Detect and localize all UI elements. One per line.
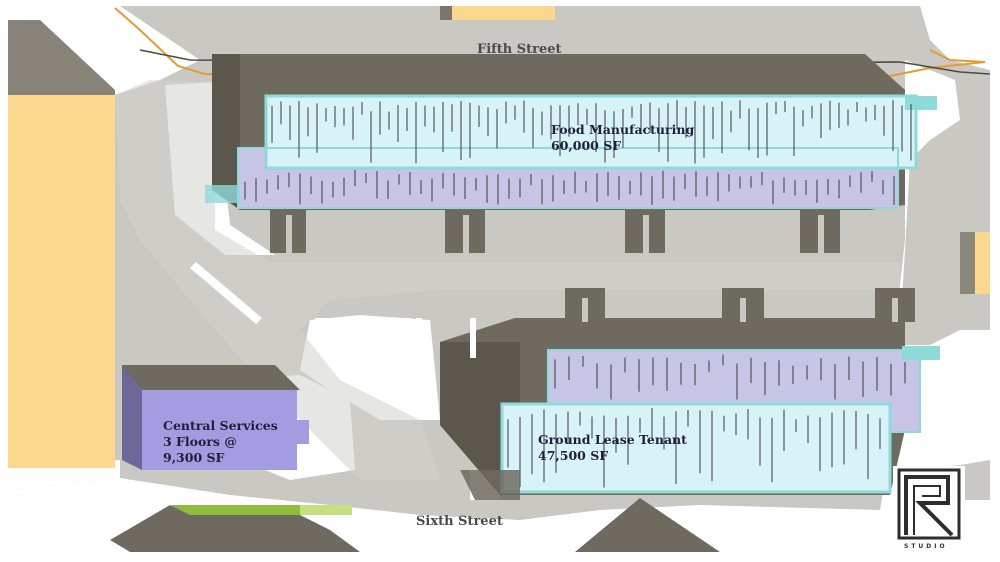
food-manufacturing-name: Food Manufacturing	[551, 122, 695, 137]
food-manufacturing-roof-texture	[244, 100, 912, 205]
food-manufacturing-label: Food Manufacturing 60,000 SF	[551, 122, 694, 154]
neighbor-building-north	[440, 6, 555, 20]
pavement-markings	[190, 262, 476, 398]
food-manufacturing-roof-overhang	[905, 96, 937, 110]
food-manufacturing-roof-edge	[264, 94, 918, 170]
central-services-annex	[297, 420, 309, 444]
south-shadow-west	[110, 505, 360, 552]
ground-lease-west-face	[440, 342, 520, 495]
south-shadow-east	[575, 498, 720, 552]
utility-line-orange-east	[929, 49, 986, 63]
central-services-label: Central Services 3 Floors @ 9,300 SF	[163, 418, 278, 466]
central-services-west-face	[122, 365, 142, 470]
central-services-area: 9,300 SF	[163, 450, 225, 465]
ground-lease-label: Ground Lease Tenant 47,500 SF	[538, 432, 687, 464]
ground-lease-area: 47,500 SF	[538, 448, 609, 463]
ground-lease-south-step	[460, 470, 520, 500]
street-label-fifth: Fifth Street	[477, 42, 562, 57]
food-manufacturing-roof-light	[266, 96, 916, 168]
street-label-sixth: Sixth Street	[416, 514, 503, 529]
planter-strip-light	[300, 505, 352, 515]
ground-lease-name: Ground Lease Tenant	[538, 432, 687, 447]
food-manufacturing-column-gaps	[286, 215, 824, 253]
central-services-roof-shadow	[122, 365, 300, 390]
planter-strip	[172, 505, 352, 515]
ground-lease-roof-edge	[500, 402, 892, 494]
food-manufacturing-west-overhang	[205, 185, 240, 203]
neighbor-building-west-shadow	[8, 20, 115, 95]
central-services-name: Central Services	[163, 418, 278, 433]
open-area-northeast	[920, 6, 990, 70]
food-manufacturing-west-face	[212, 54, 240, 210]
logo-backing	[893, 466, 965, 552]
internal-road	[8, 80, 900, 480]
central-services-roof	[142, 390, 297, 470]
food-manufacturing-lower-edge	[237, 147, 899, 209]
neighbor-building-north-shadow	[440, 6, 452, 20]
ground-lease-roof-light	[502, 404, 890, 492]
ground-lease-roof-overhang	[902, 346, 940, 360]
ground-lease-roof-texture	[507, 354, 906, 488]
neighbor-building-east-shadow	[960, 232, 975, 294]
food-manufacturing-area: 60,000 SF	[551, 138, 622, 153]
neighbor-building-east	[975, 232, 990, 294]
central-services-floors: 3 Floors @	[163, 434, 237, 449]
neighbor-building-west	[8, 95, 115, 468]
logo-studio-text: STUDIO	[904, 543, 948, 550]
ground-lease-column-gaps	[582, 298, 898, 322]
